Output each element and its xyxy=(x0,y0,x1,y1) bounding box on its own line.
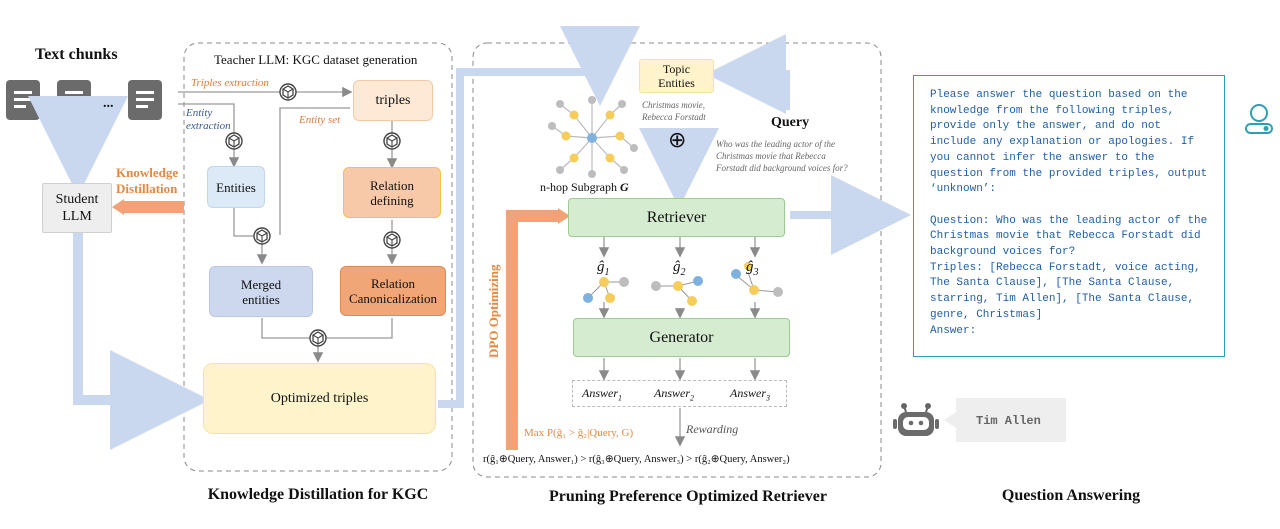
knowledge-distillation-label: Knowledge Distillation xyxy=(116,165,179,196)
answer-2: Answer2 xyxy=(654,386,694,402)
g1-symbol: ĝ xyxy=(597,259,605,275)
topic-entities-box: Topic Entities xyxy=(639,59,714,93)
user-icon xyxy=(1245,104,1273,134)
max-p-label: Max P(ĝ₁ > ĝ₂|Query, G) xyxy=(524,427,634,439)
answer-word: Answer xyxy=(730,386,766,400)
qa-prompt-box: Please answer the question based on the … xyxy=(913,75,1225,357)
document-icon xyxy=(128,80,162,120)
answer-3: Answer3 xyxy=(730,386,770,402)
retriever-box: Retriever xyxy=(568,198,785,237)
merged-entities-box: Merged entities xyxy=(209,266,313,317)
dpo-optimizing-label: DPO Optimizing xyxy=(486,264,501,358)
g3-label: ĝ3 xyxy=(746,259,759,278)
document-icon xyxy=(6,80,40,120)
query-label: Query xyxy=(771,115,810,130)
subgraph-text: n-hop Subgraph xyxy=(540,180,617,194)
g3-graph xyxy=(731,262,783,297)
subgraph-symbol: G xyxy=(620,180,629,194)
caption-qa: Question Answering xyxy=(1001,487,1141,504)
student-llm-box: Student LLM xyxy=(42,183,112,233)
answer-word: Answer xyxy=(654,386,690,400)
triples-box: triples xyxy=(353,80,433,121)
triples-extraction-label: Triples extraction xyxy=(191,77,269,89)
robot-icon xyxy=(893,403,939,436)
teacher-llm-header: Teacher LLM: KGC dataset generation xyxy=(214,52,418,67)
g1-label: ĝ1 xyxy=(597,259,610,278)
entity-extraction-label: Entity extraction xyxy=(186,107,231,132)
g2-symbol: ĝ xyxy=(673,259,681,275)
g1-sub: 1 xyxy=(604,267,610,278)
optimized-triples-box: Optimized triples xyxy=(203,363,436,434)
answer-bubble xyxy=(944,398,1066,442)
dots: ... xyxy=(103,96,114,111)
query-text: Who was the leading actor of the Christm… xyxy=(716,139,848,173)
relation-canonicalization-box: Relation Canonicalization xyxy=(340,266,446,316)
dpo-arrow xyxy=(506,210,560,450)
entities-box: Entities xyxy=(207,166,265,208)
generator-box: Generator xyxy=(573,318,790,357)
answer-text: Tim Allen xyxy=(976,414,1041,428)
panel-retriever xyxy=(472,42,882,478)
relation-defining-box: Relation defining xyxy=(343,167,441,218)
caption-kgc: Knowledge Distillation for KGC xyxy=(207,486,429,503)
arrow-student-to-optimized xyxy=(73,232,210,450)
answer-2-sub: 2 xyxy=(690,393,694,403)
g3-symbol: ĝ xyxy=(746,259,754,275)
arrow-optimized-to-subgraph xyxy=(438,26,640,408)
arrow-query-to-topic xyxy=(706,34,790,114)
answer-1-sub: 1 xyxy=(618,393,622,403)
g1-graph xyxy=(583,277,629,303)
document-icon xyxy=(57,80,91,120)
answers-row xyxy=(572,380,787,407)
caption-retriever: Pruning Preference Optimized Retriever xyxy=(549,488,827,505)
g3-sub: 3 xyxy=(753,267,759,278)
answer-3-sub: 3 xyxy=(766,393,770,403)
g2-graph xyxy=(651,276,703,306)
panel-kgc xyxy=(183,42,453,472)
answer-word: Answer xyxy=(582,386,618,400)
rewarding-label: Rewarding xyxy=(686,422,739,436)
g2-sub: 2 xyxy=(680,267,686,278)
subgraph-label: n-hop Subgraph G xyxy=(540,180,629,195)
oplus-icon: ⊕ xyxy=(668,128,687,153)
text-chunks-title: Text chunks xyxy=(35,46,118,63)
entity-set-label: Entity set xyxy=(299,114,341,126)
topic-entities-value: Christmas movie, Rebecca Forstadt xyxy=(642,100,706,122)
reward-order: r(ĝ₁⊕Query, Answer₁) > r(ĝ₃⊕Query, Answe… xyxy=(483,454,790,465)
g2-label: ĝ2 xyxy=(673,259,686,278)
answer-1: Answer1 xyxy=(582,386,622,402)
